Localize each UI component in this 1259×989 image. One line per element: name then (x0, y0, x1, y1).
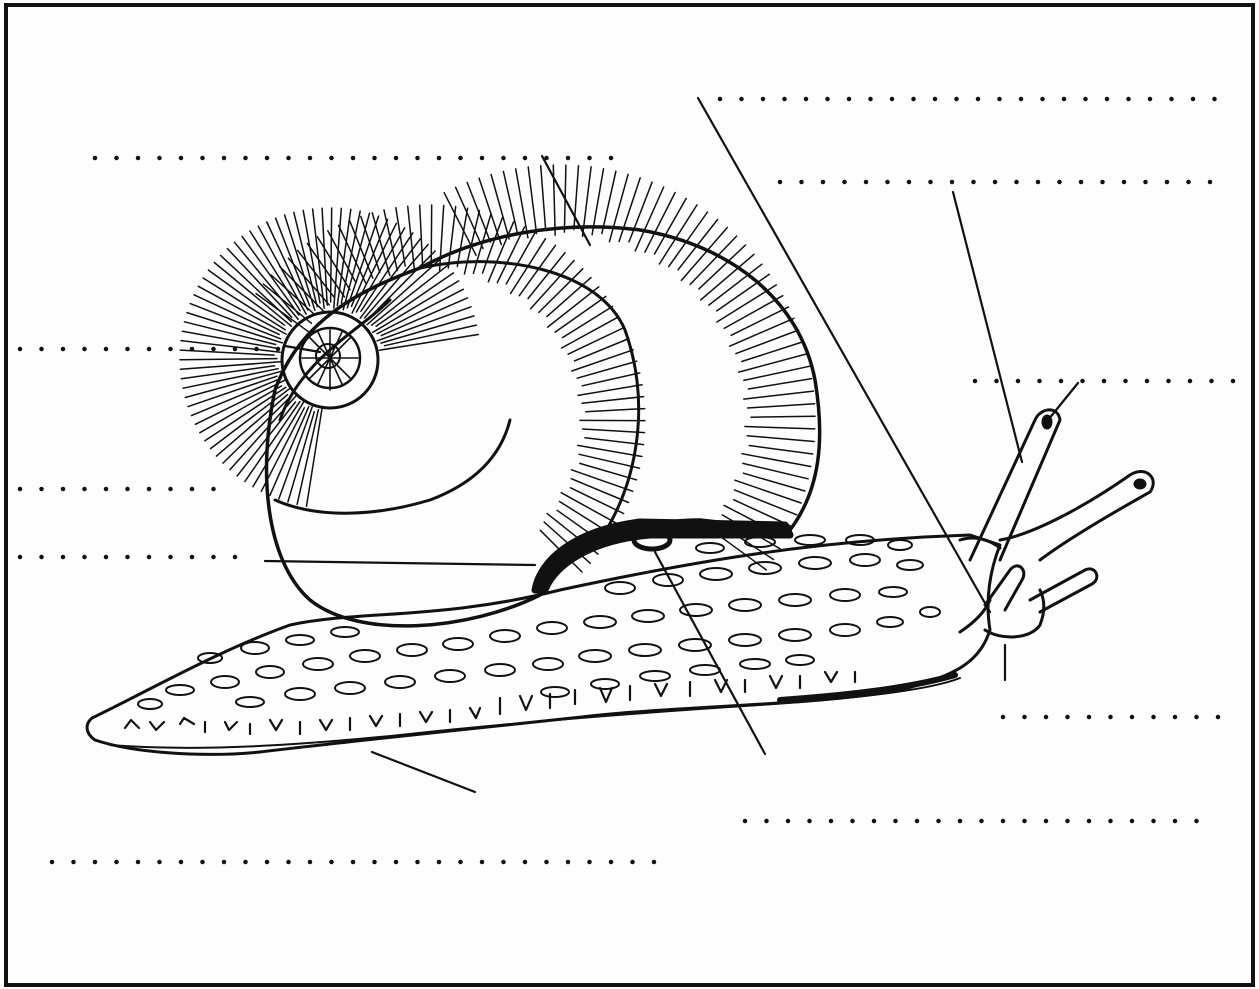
shell-hatch-line (735, 480, 801, 503)
shell-hatch-line (516, 169, 528, 238)
shell-hatch-line (180, 350, 274, 355)
shell-hatch-line (735, 490, 797, 515)
shell-hatch-line (736, 330, 799, 354)
shell-hatch-line (180, 359, 277, 360)
shell-hatch-line (457, 208, 467, 266)
shell-hatch-line (744, 391, 814, 399)
snail-head (960, 410, 1153, 637)
eye-front (1134, 479, 1146, 489)
shell-hatch-line (528, 167, 536, 234)
shell-hatch-line (574, 339, 629, 361)
shell-hatch-line (742, 454, 811, 467)
shell-hatch-line (285, 215, 315, 310)
shell-hatch-line (730, 318, 794, 346)
shell-hatch-line (440, 205, 444, 270)
shell-hatch-line (748, 404, 815, 408)
shell-hatch-line (751, 416, 815, 417)
shell-hatch-line (635, 187, 664, 251)
shell-hatch-line (334, 208, 342, 308)
shell-hatch-line (488, 222, 513, 282)
shell-hatch-line (745, 427, 815, 429)
shell-hatch-line (568, 328, 624, 355)
shell-hatch-line (571, 488, 624, 514)
shell-hatch-line (379, 335, 478, 351)
shell-hatch-line (483, 218, 503, 274)
leader-breathing-pore (655, 552, 765, 754)
leader-foot (372, 752, 475, 792)
shell-hatch-line (541, 166, 546, 230)
shell-hatch-line (592, 169, 603, 235)
shell-hatch-line (619, 178, 640, 242)
shell-hatch-line (585, 438, 644, 445)
leader-eye (1048, 383, 1078, 420)
shell-hatch-line (467, 183, 490, 243)
shell-texture (180, 165, 815, 572)
shell-hatch-line (742, 342, 803, 362)
shell-hatch-line (307, 407, 323, 506)
shell-hatch-line (578, 445, 642, 456)
shell-hatch-line (479, 178, 501, 244)
shell-hatch-line (582, 397, 644, 404)
shell-hatch-line (572, 350, 633, 371)
shell-hatch-line (586, 409, 645, 412)
snail-illustration (87, 165, 1153, 754)
shell-hatch-line (578, 385, 642, 396)
shell-hatch-line (377, 307, 471, 341)
shell-hatch-line (571, 479, 628, 503)
shell-hatch-line (420, 205, 423, 267)
shell-hatch-line (747, 436, 814, 442)
shell-hatch-line (187, 313, 282, 343)
snail-shell (180, 165, 820, 626)
shell-hatch-line (583, 429, 645, 433)
shell-hatch-line (431, 205, 432, 264)
shell-hatch-line (180, 362, 280, 370)
leader-lines (265, 98, 1078, 792)
leader-mantle (265, 561, 535, 565)
shell-hatch-line (184, 322, 275, 345)
shell-hatch-line (749, 446, 812, 455)
page-frame (6, 5, 1253, 985)
shell-hatch-line (279, 405, 313, 499)
upper-tentacle-front (1000, 471, 1153, 560)
shell-hatch-line (331, 208, 332, 302)
shell-hatch-line (190, 304, 280, 339)
shell-hatch-line (731, 307, 788, 335)
shell-hatch-line (448, 207, 455, 269)
shell-hatch-line (749, 379, 812, 389)
skin-texture (138, 535, 940, 709)
shell-hatch-line (572, 470, 633, 492)
shell-hatch-line (456, 187, 483, 248)
leader-upper-tentacle (953, 192, 1022, 462)
